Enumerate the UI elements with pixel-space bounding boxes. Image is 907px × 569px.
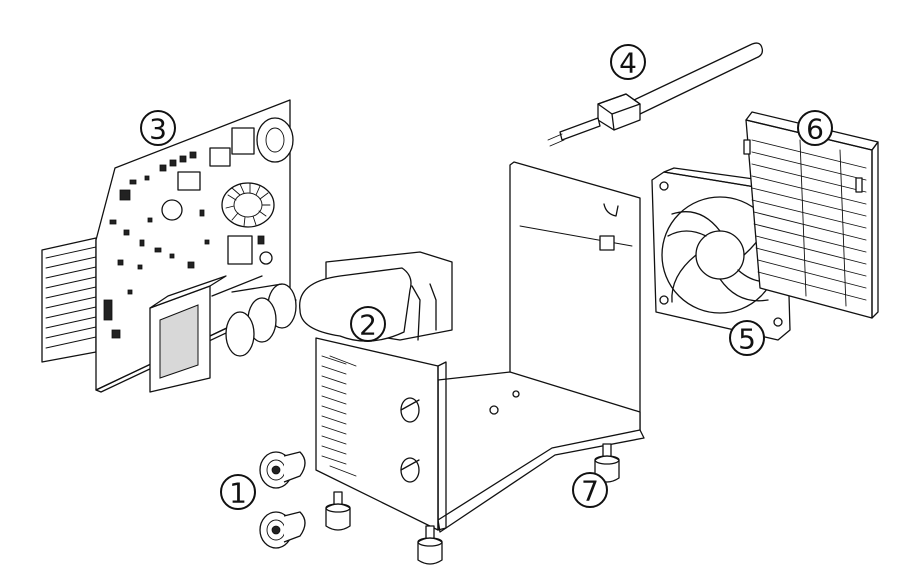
- callout-4: 4: [610, 44, 646, 80]
- socket-connector-icon: [259, 451, 306, 549]
- socket-connector-lower: [259, 511, 306, 549]
- cable-icon: [547, 42, 764, 147]
- callout-6-label: 6: [806, 113, 824, 146]
- callout-2-label: 2: [359, 309, 377, 342]
- callout-1-label: 1: [229, 477, 247, 510]
- rubber-foot-c: [594, 443, 620, 483]
- rubber-foot-a: [325, 491, 351, 531]
- heatsink: [41, 237, 97, 363]
- rubber-foot-b: [417, 525, 443, 565]
- callout-3: 3: [140, 110, 176, 146]
- circuit-board-icon: [41, 99, 297, 393]
- callout-7: 7: [572, 472, 608, 508]
- callout-1: 1: [220, 474, 256, 510]
- capacitors: [211, 275, 297, 357]
- callout-3-label: 3: [149, 113, 167, 146]
- callout-5-label: 5: [738, 323, 756, 356]
- callout-5: 5: [729, 320, 765, 356]
- callout-7-label: 7: [581, 475, 599, 508]
- callout-2: 2: [350, 306, 386, 342]
- socket-connector-upper: [259, 451, 306, 489]
- rubber-foot-icon: [325, 443, 620, 565]
- callout-4-label: 4: [619, 47, 637, 80]
- callout-6: 6: [797, 110, 833, 146]
- fan-grille-icon: [743, 111, 879, 319]
- chassis: [315, 161, 645, 533]
